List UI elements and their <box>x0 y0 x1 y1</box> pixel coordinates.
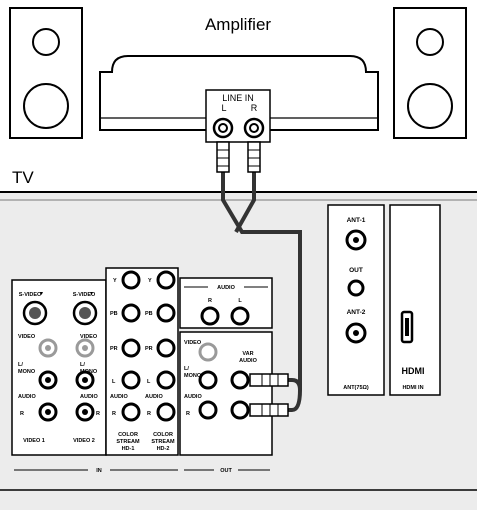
pr2-label: PR <box>145 346 153 352</box>
svideo-2-jack[interactable] <box>72 300 98 326</box>
audio-block-title: AUDIO <box>217 285 235 291</box>
in-label: IN <box>96 468 102 474</box>
svg-text:HD-2: HD-2 <box>157 446 170 452</box>
audio-l-2-jack[interactable] <box>75 370 95 390</box>
right-speaker <box>393 7 467 139</box>
amp-plug-left <box>216 141 230 173</box>
l-mono-right-label: L/ <box>80 362 85 368</box>
video-2-jack[interactable] <box>75 338 95 358</box>
r-left-label: R <box>20 411 24 417</box>
svg-text:MONO: MONO <box>18 369 36 375</box>
pb2-jack[interactable] <box>156 303 176 323</box>
line-in-label: LINE IN <box>222 93 254 103</box>
audio-right-label: AUDIO <box>80 394 98 400</box>
svg-text:HD-1: HD-1 <box>122 446 135 452</box>
pb1-label: PB <box>110 311 118 317</box>
svg-text:L/: L/ <box>184 366 189 372</box>
out-video-label: VIDEO <box>184 340 202 346</box>
svideo-1-label: S-VIDEO <box>19 292 42 298</box>
out-l-jack[interactable] <box>198 370 218 390</box>
l1-label: L <box>112 379 116 385</box>
pb1-jack[interactable] <box>121 303 141 323</box>
var-audio-r-jack[interactable] <box>230 400 250 420</box>
line-in-right-label: R <box>251 103 258 113</box>
audio-block-l: L <box>238 298 242 304</box>
video-1-jack[interactable] <box>38 338 58 358</box>
input-panel: S-VIDEO S-VIDEO VIDEO VIDEO L/ MONO L/ M… <box>11 267 179 474</box>
audio-block-r: R <box>208 298 212 304</box>
audio-r-1-jack[interactable] <box>38 402 58 422</box>
tv-plug-right <box>249 403 289 417</box>
svideo-1-jack[interactable] <box>22 300 48 326</box>
audio-left-label: AUDIO <box>18 394 36 400</box>
pr1-jack[interactable] <box>121 338 141 358</box>
y1-label: Y <box>113 278 117 284</box>
r-right-label: R <box>96 411 100 417</box>
var-audio-label: VAR <box>242 351 253 357</box>
cs-r1-jack[interactable] <box>121 402 141 422</box>
out-audio-label: AUDIO <box>184 394 202 400</box>
cs-l2-jack[interactable] <box>156 370 176 390</box>
y1-jack[interactable] <box>121 270 141 290</box>
cs1-label: COLOR <box>118 432 138 438</box>
audio-block: AUDIO R L <box>179 277 273 329</box>
out-r-jack[interactable] <box>198 400 218 420</box>
cs-audio1-label: AUDIO <box>110 394 128 400</box>
l2-label: L <box>147 379 151 385</box>
pr1-label: PR <box>110 346 118 352</box>
ant-impedance-label: ANT(75Ω) <box>343 385 369 391</box>
audio-r-jack[interactable] <box>200 306 220 326</box>
left-speaker <box>9 7 83 139</box>
audio-l-jack[interactable] <box>230 306 250 326</box>
audio-l-1-jack[interactable] <box>38 370 58 390</box>
video1-label: VIDEO 1 <box>23 438 45 444</box>
svg-text:AUDIO: AUDIO <box>239 358 257 364</box>
cs-r1-label: R <box>112 411 116 417</box>
antenna-block: ANT-1 OUT ANT-2 ANT(75Ω) <box>327 204 385 396</box>
cs-r2-jack[interactable] <box>156 402 176 422</box>
out-label: OUT <box>220 468 232 474</box>
var-audio-l-jack[interactable] <box>230 370 250 390</box>
audio-r-2-jack[interactable] <box>75 402 95 422</box>
svg-text:MONO: MONO <box>184 373 202 379</box>
pb2-label: PB <box>145 311 153 317</box>
svg-text:STREAM: STREAM <box>116 439 140 445</box>
video2-label: VIDEO 2 <box>73 438 95 444</box>
cs-l1-jack[interactable] <box>121 370 141 390</box>
video-right-label: VIDEO <box>80 334 98 340</box>
y2-label: Y <box>148 278 152 284</box>
amp-plug-right <box>247 141 261 173</box>
cs-r2-label: R <box>147 411 151 417</box>
hdmi-logo: HDMI <box>402 366 425 376</box>
ant1-label: ANT-1 <box>347 217 366 224</box>
ant-out-label: OUT <box>349 267 363 274</box>
hdmi-in-label: HDMI IN <box>402 385 423 391</box>
l-mono-left-label: L/ <box>18 362 23 368</box>
video-left-label: VIDEO <box>18 334 36 340</box>
tv-plug-left <box>249 373 289 387</box>
cs2-label: COLOR <box>153 432 173 438</box>
out-r-label: R <box>186 411 190 417</box>
hdmi-port[interactable] <box>400 310 414 344</box>
pr2-jack[interactable] <box>156 338 176 358</box>
out-video-jack[interactable] <box>198 342 218 362</box>
y2-jack[interactable] <box>156 270 176 290</box>
line-in-right-jack[interactable] <box>243 117 265 139</box>
ant2-label: ANT-2 <box>347 309 366 316</box>
rca-cable <box>216 141 302 417</box>
line-in-left-label: L <box>221 103 226 113</box>
amplifier-title: Amplifier <box>205 15 271 34</box>
out-block: VIDEO L/ MONO AUDIO R VAR AUDIO OUT <box>179 331 273 474</box>
ant-out-jack[interactable] <box>347 279 365 297</box>
amplifier: Amplifier LINE IN L R <box>99 15 379 143</box>
cs-audio2-label: AUDIO <box>145 394 163 400</box>
svg-text:STREAM: STREAM <box>151 439 175 445</box>
tv-title: TV <box>12 168 34 187</box>
hdmi-block: HDMI HDMI IN <box>389 204 441 396</box>
line-in-left-jack[interactable] <box>212 117 234 139</box>
svideo-2-label: S-VIDEO <box>73 292 96 298</box>
